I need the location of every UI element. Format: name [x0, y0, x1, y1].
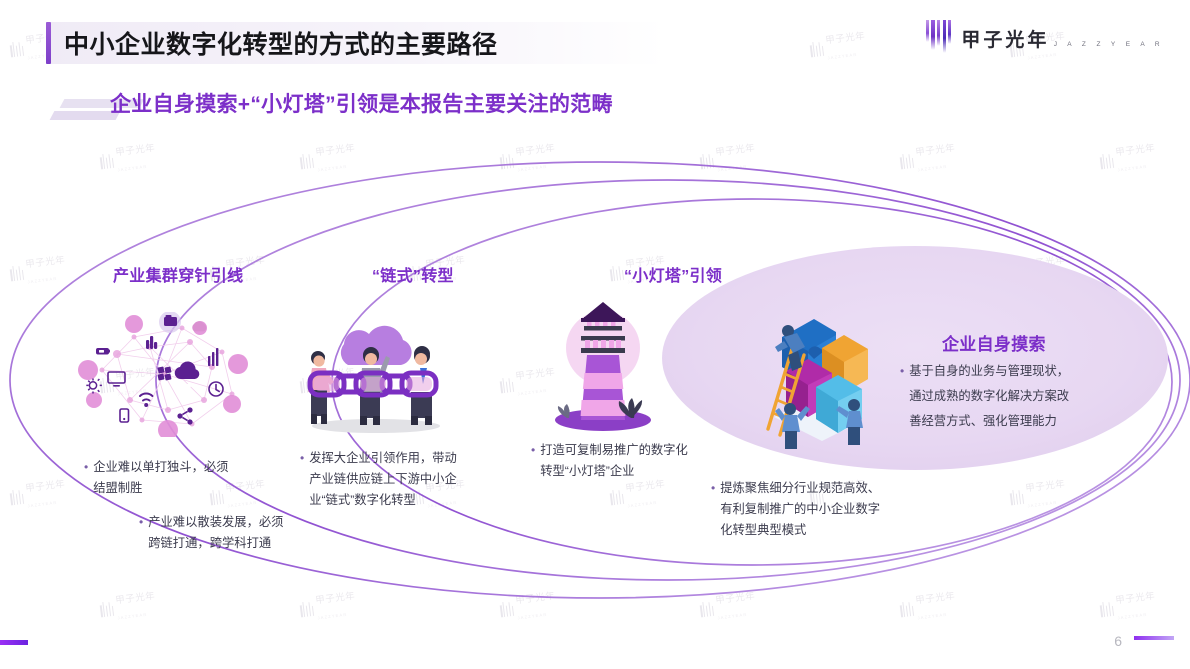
bullet-item: • 产业难以散装发展，必须 跨链打通，跨学科打通	[139, 512, 349, 554]
network-cluster-icon	[72, 312, 272, 437]
bullet-item: • 发挥大企业引领作用，带动 产业链供应链上下游中小企 业“链式”数字化转型	[300, 448, 525, 511]
bullet-dot-icon: •	[84, 460, 89, 474]
bullet-text: 企业难以单打独斗，必须 结盟制胜	[93, 460, 229, 495]
bullet-item: • 提炼聚焦细分行业规范高效、 有利复制推广的中小企业数字 化转型典型模式	[711, 478, 939, 541]
section-heading-self: 企业自身摸索	[942, 335, 1046, 354]
section-heading-cluster: 产业集群穿针引线	[113, 268, 244, 285]
bullet-text: 基于自身的业务与管理现状， 通过成熟的数字化解决方案改 善经营方式、强化管理能力	[909, 364, 1070, 428]
lighthouse-icon	[543, 300, 663, 433]
title-accent-bar	[46, 22, 51, 64]
page-number: 6	[1114, 633, 1122, 649]
brand-logo-text: 甲子光年 J A Z Z Y E A R	[961, 31, 1164, 50]
bullet-text: 发挥大企业引领作用，带动 产业链供应链上下游中小企 业“链式”数字化转型	[309, 451, 457, 507]
footer-accent-bar-left	[0, 640, 28, 645]
ellipse-ring-outer	[9, 161, 1190, 599]
page-title-banner: 中小企业数字化转型的方式的主要路径	[46, 22, 666, 64]
bullet-dot-icon: •	[139, 515, 144, 529]
watermark-mark: 甲子光年 JAZZYEAR	[808, 27, 868, 66]
chain-people-cloud-icon	[292, 318, 457, 436]
page-title: 中小企业数字化转型的方式的主要路径	[64, 31, 498, 59]
watermark-bars-icon	[809, 40, 825, 57]
bullet-text: 提炼聚焦细分行业规范高效、 有利复制推广的中小企业数字 化转型典型模式	[720, 481, 881, 537]
bullet-dot-icon: •	[711, 481, 716, 495]
bars-logo-icon	[925, 20, 952, 60]
brand-name-cn: 甲子光年	[961, 29, 1050, 51]
bullet-item: • 企业难以单打独斗，必须 结盟制胜	[84, 457, 289, 499]
bullet-group-cluster-1: • 企业难以单打独斗，必须 结盟制胜	[84, 457, 289, 499]
bullet-group-cluster-2: • 产业难以散装发展，必须 跨链打通，跨学科打通	[139, 512, 349, 554]
section-heading-lighthouse: “小灯塔”引领	[624, 268, 723, 285]
bullet-item: • 打造可复制易推广的数字化 转型“小灯塔”企业	[531, 440, 746, 482]
brand-logo: 甲子光年 J A Z Z Y E A R	[925, 20, 1164, 60]
bullet-group-lighthouse-1: • 打造可复制易推广的数字化 转型“小灯塔”企业	[531, 440, 746, 482]
bullet-dot-icon: •	[900, 364, 905, 378]
bullet-group-lighthouse-2: • 提炼聚焦细分行业规范高效、 有利复制推广的中小企业数字 化转型典型模式	[711, 478, 939, 541]
section-heading-chain: “链式”转型	[372, 268, 454, 285]
footer-accent-bar-right	[1134, 636, 1174, 640]
watermark-bars-icon	[9, 40, 25, 57]
page-subtitle: 企业自身摸索+“小灯塔”引领是本报告主要关注的范畴	[110, 93, 613, 116]
ellipse-ring-second	[155, 179, 1181, 581]
bullet-dot-icon: •	[531, 443, 536, 457]
bullet-item: • 基于自身的业务与管理现状， 通过成熟的数字化解决方案改 善经营方式、强化管理…	[900, 359, 1150, 434]
bullet-dot-icon: •	[300, 451, 305, 465]
brand-name-en: J A Z Z Y E A R	[1053, 40, 1164, 48]
watermark-text-en: JAZZYEAR	[827, 51, 858, 61]
bullet-group-self: • 基于自身的业务与管理现状， 通过成熟的数字化解决方案改 善经营方式、强化管理…	[900, 359, 1150, 434]
watermark-text-cn: 甲子光年	[824, 30, 866, 47]
ellipse-filled-inner	[662, 246, 1168, 470]
bullet-text: 产业难以散装发展，必须 跨链打通，跨学科打通	[148, 515, 284, 550]
puzzle-people-icon	[752, 305, 874, 453]
bullet-text: 打造可复制易推广的数字化 转型“小灯塔”企业	[540, 443, 688, 478]
bullet-group-chain: • 发挥大企业引领作用，带动 产业链供应链上下游中小企 业“链式”数字化转型	[300, 448, 525, 511]
